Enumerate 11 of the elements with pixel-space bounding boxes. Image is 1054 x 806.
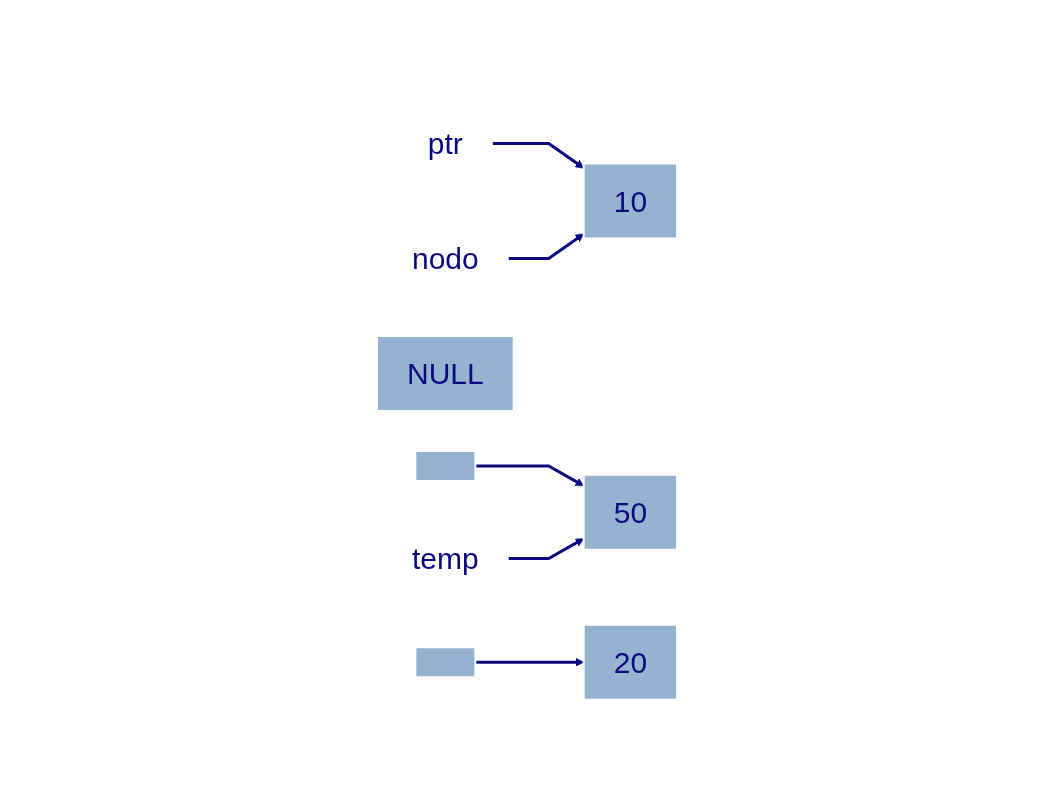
- node-text: nodo: [411, 242, 479, 276]
- node-box: 10: [582, 162, 679, 240]
- node-text: temp: [411, 542, 479, 576]
- arrow: [508, 233, 585, 261]
- node-box: NULL: [375, 335, 515, 413]
- node-box: 50: [582, 473, 679, 551]
- node-box: [414, 450, 477, 483]
- node-box: [414, 646, 477, 679]
- node-text: ptr: [427, 127, 463, 161]
- arrow: [492, 142, 585, 169]
- node-box: 20: [582, 623, 679, 701]
